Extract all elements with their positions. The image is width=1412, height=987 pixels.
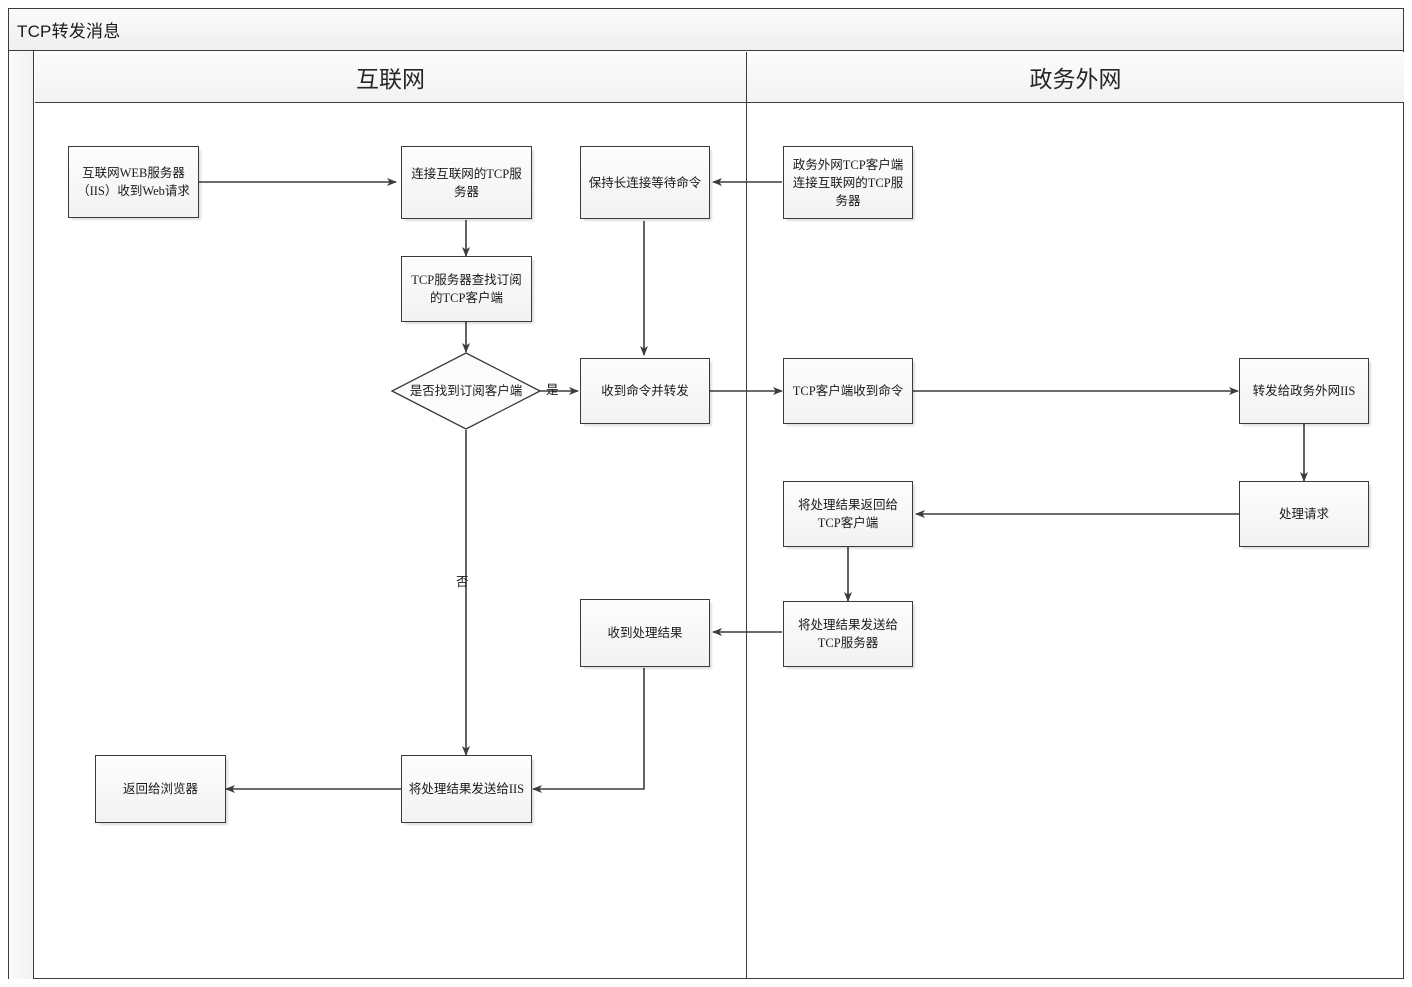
page-title: TCP转发消息 [17, 22, 121, 41]
node-label: 返回给浏览器 [122, 782, 198, 796]
node-forward-to-govnet-iis[interactable]: 转发给政务外网IIS [1239, 358, 1369, 424]
lane-divider [746, 103, 747, 979]
lane-header-internet: 互联网 [35, 52, 746, 103]
node-label: 互联网WEB服务器（IIS）收到Web请求 [77, 166, 190, 198]
node-process-request[interactable]: 处理请求 [1239, 481, 1369, 547]
node-label: 处理请求 [1278, 507, 1329, 521]
edge-label-yes: 是 [546, 383, 559, 397]
node-web-server-receives-request[interactable]: 互联网WEB服务器（IIS）收到Web请求 [68, 146, 199, 218]
node-tcp-client-received-command[interactable]: TCP客户端收到命令 [783, 358, 913, 424]
node-tcp-server-find-subscribed-client[interactable]: TCP服务器查找订阅的TCP客户端 [401, 256, 532, 322]
node-return-result-to-tcp-client[interactable]: 将处理结果返回给TCP客户端 [783, 481, 913, 547]
node-label: 是否找到订阅客户端 [409, 384, 523, 398]
node-label: 将处理结果返回给TCP客户端 [797, 498, 898, 530]
node-send-result-to-iis[interactable]: 将处理结果发送给IIS [401, 755, 532, 823]
diagram-title-bar: TCP转发消息 [9, 9, 1403, 51]
node-label: 连接互联网的TCP服务器 [411, 166, 522, 199]
lane-header-govnet: 政务外网 [746, 52, 1404, 103]
node-received-result[interactable]: 收到处理结果 [580, 599, 710, 667]
node-label: 转发给政务外网IIS [1252, 384, 1356, 398]
node-label: 收到处理结果 [607, 626, 683, 640]
node-send-result-to-tcp-server[interactable]: 将处理结果发送给TCP服务器 [783, 601, 913, 667]
node-keep-long-connection-wait-command[interactable]: 保持长连接等待命令 [580, 146, 710, 219]
edge-label-no: 否 [456, 575, 469, 589]
node-label: 政务外网TCP客户端连接互联网的TCP服务器 [792, 157, 904, 208]
node-label: 将处理结果发送给IIS [408, 782, 525, 796]
node-receive-command-and-forward[interactable]: 收到命令并转发 [580, 358, 710, 424]
lane-label-govnet: 政务外网 [1029, 67, 1122, 92]
node-decision-found-subscribed-client[interactable]: 是否找到订阅客户端 [391, 352, 541, 430]
node-return-to-browser[interactable]: 返回给浏览器 [95, 755, 226, 823]
node-label: TCP客户端收到命令 [792, 384, 904, 398]
node-label: 将处理结果发送给TCP服务器 [797, 618, 898, 650]
lane-label-internet: 互联网 [356, 67, 425, 92]
node-label: 保持长连接等待命令 [588, 175, 702, 190]
node-govnet-tcp-client-connects[interactable]: 政务外网TCP客户端连接互联网的TCP服务器 [783, 146, 913, 219]
node-connect-internet-tcp-server[interactable]: 连接互联网的TCP服务器 [401, 146, 532, 219]
pool-header-strip [9, 51, 34, 979]
node-label: TCP服务器查找订阅的TCP客户端 [411, 273, 522, 305]
diamond-shape [391, 352, 541, 430]
node-label: 收到命令并转发 [601, 384, 689, 398]
